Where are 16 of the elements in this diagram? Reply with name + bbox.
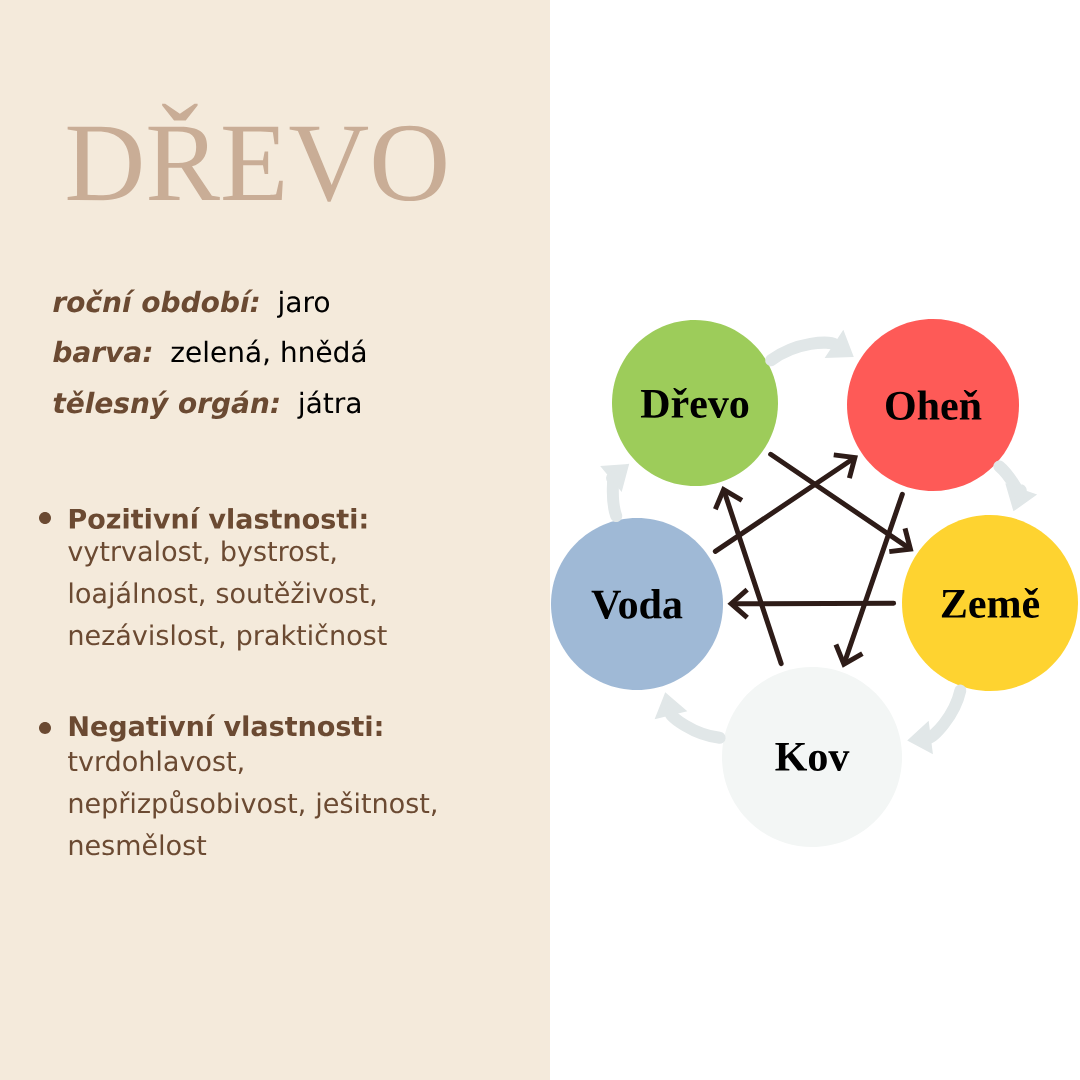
field-value: zelená, hnědá xyxy=(171,339,366,366)
field-value: jaro xyxy=(277,290,329,318)
list-text: tvrdohlavost, nepřizpůsobivost, ješitnost, nesmělost xyxy=(68,750,436,856)
title: DŘEVO xyxy=(67,103,446,202)
field-label: barva: xyxy=(53,340,152,363)
list-heading: Negativní vlastnosti: xyxy=(69,714,382,742)
arrow xyxy=(833,491,905,668)
arrow xyxy=(712,452,858,554)
field-label: tělesný orgán: xyxy=(53,390,279,420)
list-heading: Pozitivní vlastnosti: xyxy=(69,507,367,529)
arrow xyxy=(768,451,914,555)
field-value: játra xyxy=(297,390,360,419)
arrow xyxy=(713,486,784,667)
field-label: roční období: xyxy=(53,289,259,313)
arrow xyxy=(727,587,897,620)
list-text: vytrvalost, bystrost, loajálnost, soutěživost, nezávislost, praktičnost xyxy=(68,540,387,651)
